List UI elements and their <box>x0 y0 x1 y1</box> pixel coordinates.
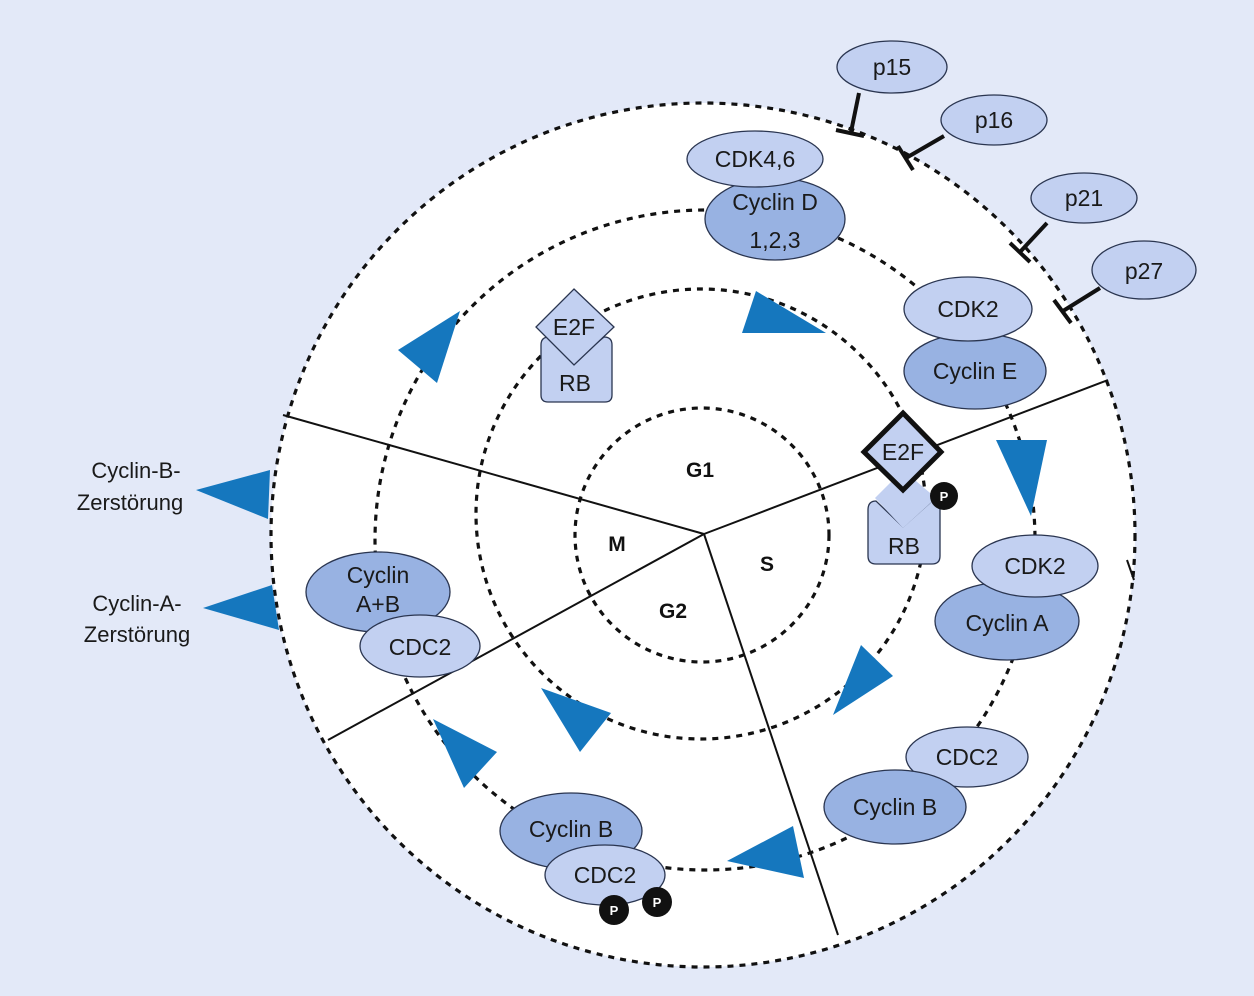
arrow-cyclin-b-destruction <box>196 470 270 519</box>
divider-g2-m <box>327 533 705 741</box>
inhibitors: p15 p16 p21 p27 <box>835 40 1197 325</box>
rb-phos-notch-shape <box>875 470 936 528</box>
phase-label-g2: G2 <box>659 600 687 623</box>
arrow-outer-ring-bottom-left <box>433 719 497 788</box>
cdk2-cyclin-a-complex: CDK2 Cyclin A <box>934 534 1099 661</box>
cyclin-a-label: Cyclin A <box>965 610 1049 636</box>
arrow-outer-ring-left <box>398 311 460 383</box>
divider-g1-m <box>282 414 705 535</box>
p21-label: p21 <box>1065 185 1103 211</box>
p16-label: p16 <box>975 107 1013 133</box>
cyclin-b-cdc2-bottom-complex: Cyclin B CDC2 P P <box>499 792 672 925</box>
rb-label: RB <box>559 370 591 396</box>
cdk46-shape <box>686 130 824 188</box>
cdc2-cyclin-b-right-complex: CDC2 Cyclin B <box>823 726 1029 845</box>
cyclin-d-label-line2: 1,2,3 <box>749 227 800 253</box>
cyclin-a-destruction-line1: Cyclin-A- <box>92 591 181 616</box>
rb-e2f-complex: E2F RB <box>535 288 615 403</box>
phase-label-m: M <box>608 533 626 556</box>
cyclin-b-right-shape <box>823 769 967 845</box>
p27-inhibit-line <box>1061 286 1102 313</box>
p27-shape <box>1091 240 1197 300</box>
phosphate-2-label: P <box>653 895 662 910</box>
cyclin-e-label: Cyclin E <box>933 358 1017 384</box>
p21-inhibit-line <box>1018 221 1049 254</box>
cdc2-bottom-label: CDC2 <box>574 862 637 888</box>
cyclin-d-label-line1: Cyclin D <box>732 189 818 215</box>
cyclin-ab-label-line1: Cyclin <box>347 562 410 588</box>
cdk2-cyclin-e-complex: CDK2 Cyclin E <box>903 276 1047 410</box>
p16-inhibit-bar <box>896 144 915 172</box>
arrow-cyclin-a-destruction <box>203 585 279 630</box>
cdk46-label: CDK4,6 <box>715 146 796 172</box>
rb-phos-label: RB <box>888 533 920 559</box>
destruction-labels: Cyclin-B- Zerstörung Cyclin-A- Zerstörun… <box>77 458 190 647</box>
p16-shape <box>940 94 1048 146</box>
inner-phase-ring <box>573 406 831 664</box>
phase-label-s: S <box>760 553 774 576</box>
cdk2-e-label: CDK2 <box>937 296 998 322</box>
inhibitor-p16: p16 <box>896 94 1048 172</box>
outer-ring-tick <box>1126 559 1135 581</box>
p21-shape <box>1030 172 1138 224</box>
cyclin-a-destruction-line2: Zerstörung <box>84 622 190 647</box>
cdc2-left-label: CDC2 <box>389 634 452 660</box>
cyclin-b-destruction-line2: Zerstörung <box>77 490 183 515</box>
arrow-rb-ring-right <box>833 645 893 715</box>
arrow-cyclin-b-to-bottom <box>727 826 804 878</box>
cdk2-a-label: CDK2 <box>1004 553 1065 579</box>
cycle-arrows <box>196 291 1047 878</box>
e2f-released-label: E2F <box>882 439 924 465</box>
p15-label: p15 <box>873 54 911 80</box>
phosphate-1-label: P <box>610 903 619 918</box>
p15-inhibit-line <box>849 92 861 133</box>
p27-inhibit-bar <box>1052 298 1073 325</box>
rb-e2f-phosphorylated-complex: E2F RB P <box>860 409 958 565</box>
divider-s-g2 <box>703 533 839 936</box>
rb-phosphate <box>930 482 958 510</box>
cyclin-ab-cdc2-left-complex: Cyclin A+B CDC2 <box>305 551 481 678</box>
p27-label: p27 <box>1125 258 1163 284</box>
cdk2-e-shape <box>903 276 1033 342</box>
cdk2-a-shape <box>971 534 1099 598</box>
cdc2-left-shape <box>359 614 481 678</box>
arrow-rb-ring-bottom <box>541 688 611 752</box>
phosphate-1 <box>599 895 629 925</box>
p15-inhibit-bar <box>835 128 865 138</box>
cdc2-right-label: CDC2 <box>936 744 999 770</box>
rb-phos-shape <box>867 500 941 565</box>
inhibitor-p27: p27 <box>1052 240 1197 325</box>
arrow-rb-ring-top <box>742 291 826 333</box>
phase-label-g1: G1 <box>686 459 714 482</box>
inhibitor-p21: p21 <box>1008 172 1138 264</box>
cyclin-b-bottom-label: Cyclin B <box>529 816 613 842</box>
cyclin-b-right-label: Cyclin B <box>853 794 937 820</box>
e2f-released-shape <box>860 409 945 494</box>
phosphate-2 <box>642 887 672 917</box>
e2f-shape <box>535 288 615 366</box>
rb-phosphate-label: P <box>940 489 949 504</box>
p16-inhibit-line <box>904 134 946 160</box>
p15-shape <box>836 40 948 94</box>
cdc2-right-shape <box>905 726 1029 788</box>
cdk46-cyclin-d-complex: CDK4,6 Cyclin D 1,2,3 <box>686 130 846 261</box>
e2f-label: E2F <box>553 314 595 340</box>
arrow-cyclin-e-to-a <box>996 440 1047 516</box>
cyclin-ab-label-line2: A+B <box>356 591 400 617</box>
cyclin-b-destruction-line1: Cyclin-B- <box>91 458 180 483</box>
outer-dashed-ring <box>269 101 1137 969</box>
inhibitor-p15: p15 <box>835 40 948 138</box>
p21-inhibit-bar <box>1008 241 1032 264</box>
